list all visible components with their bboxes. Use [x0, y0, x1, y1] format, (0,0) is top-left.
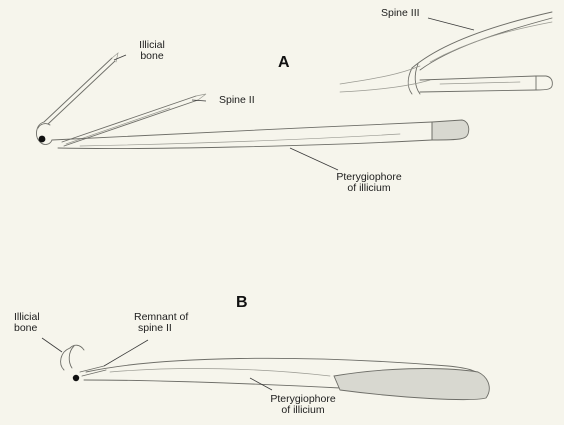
panel-a-spine-iii-label: Spine III [381, 8, 420, 19]
panel-a-spine-iii-tip [536, 76, 552, 90]
panel-b-illicial-bone [61, 345, 84, 381]
panel-a-pterygiophore-label: Pterygiophore of illicium [328, 172, 410, 194]
panel-b-drawing [42, 338, 489, 400]
panel-a-illicial-base [37, 122, 52, 144]
panel-a-letter: A [278, 54, 290, 72]
panel-a-cartilage-tip [432, 120, 469, 140]
panel-a-illicial-bone-label: Illicial bone [138, 40, 166, 62]
panel-a-illicial-bone-label-line2: bone [138, 51, 166, 62]
panel-a-drawing [37, 12, 553, 170]
panel-a-spine-ii-label: Spine II [219, 95, 255, 106]
panel-a-articulation-dot [39, 136, 46, 143]
panel-a-illicial-bone [44, 53, 118, 124]
panel-b-cartilage-tip [334, 369, 489, 400]
panel-a-spine-iii [340, 12, 552, 94]
panel-b-pterygiophore-label-line2: of illicium [262, 405, 344, 416]
panel-a-pterygiophore-label-line2: of illicium [328, 183, 410, 194]
panel-b-illicial-bone-label-line2: bone [14, 323, 40, 334]
panel-b-remnant-label: Remnant of spine II [134, 312, 188, 334]
panel-b-letter: B [236, 294, 248, 312]
panel-b-articulation-dot [73, 375, 79, 381]
panel-b-illicial-bone-label: Illicial bone [14, 312, 40, 334]
panel-b-remnant-label-line2: spine II [134, 323, 188, 334]
panel-b-leaders [42, 338, 272, 390]
panel-b-pterygiophore-label: Pterygiophore of illicium [262, 394, 344, 416]
